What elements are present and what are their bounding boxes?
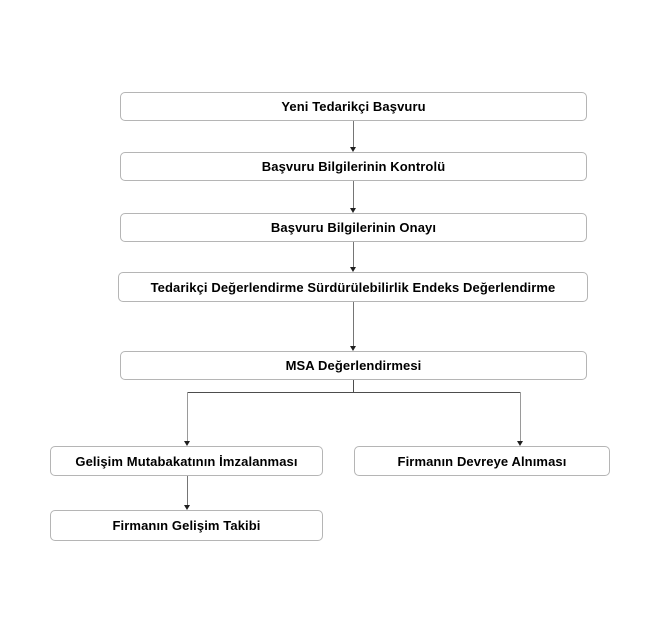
flow-node-basvuru-bilgilerinin-kontrolu: Başvuru Bilgilerinin Kontrolü: [120, 152, 587, 181]
arrowhead-icon: [517, 441, 523, 446]
arrowhead-icon: [350, 346, 356, 351]
connector-branch-horizontal: [187, 392, 521, 393]
flow-node-msa-degerlendirmesi: MSA Değerlendirmesi: [120, 351, 587, 380]
connector-n5-n7: [520, 392, 521, 441]
connector-n1-n2: [353, 121, 354, 147]
flow-node-gelisim-mutabakatinin-imzalanmasi: Gelişim Mutabakatının İmzalanması: [50, 446, 323, 476]
flow-node-basvuru-bilgilerinin-onayi: Başvuru Bilgilerinin Onayı: [120, 213, 587, 242]
flow-node-label: Firmanın Gelişim Takibi: [112, 518, 261, 533]
arrowhead-icon: [184, 441, 190, 446]
connector-n5-branch-stub: [353, 380, 354, 392]
arrowhead-icon: [350, 147, 356, 152]
flow-node-firmanin-gelisim-takibi: Firmanın Gelişim Takibi: [50, 510, 323, 541]
flow-node-label: MSA Değerlendirmesi: [285, 358, 422, 373]
flow-node-label: Gelişim Mutabakatının İmzalanması: [75, 453, 298, 469]
connector-n2-n3: [353, 181, 354, 208]
flow-node-label: Yeni Tedarikçi Başvuru: [281, 99, 426, 114]
flow-node-firmanin-devreye-alnimasi: Firmanın Devreye Alnıması: [354, 446, 610, 476]
flow-node-label: Tedarikçi Değerlendirme Sürdürülebilirli…: [150, 279, 556, 295]
arrowhead-icon: [350, 208, 356, 213]
arrowhead-icon: [184, 505, 190, 510]
flow-node-label: Firmanın Devreye Alnıması: [397, 453, 567, 469]
flow-node-tedarikci-degerlendirme-endeks: Tedarikçi Değerlendirme Sürdürülebilirli…: [118, 272, 588, 302]
arrowhead-icon: [350, 267, 356, 272]
connector-n6-n8: [187, 476, 188, 505]
flow-node-label: Başvuru Bilgilerinin Onayı: [270, 220, 437, 235]
connector-n3-n4: [353, 242, 354, 267]
connector-n4-n5: [353, 302, 354, 346]
connector-n5-n6: [187, 392, 188, 441]
flow-node-yeni-tedarikci-basvuru: Yeni Tedarikçi Başvuru: [120, 92, 587, 121]
flow-node-label: Başvuru Bilgilerinin Kontrolü: [261, 159, 446, 174]
